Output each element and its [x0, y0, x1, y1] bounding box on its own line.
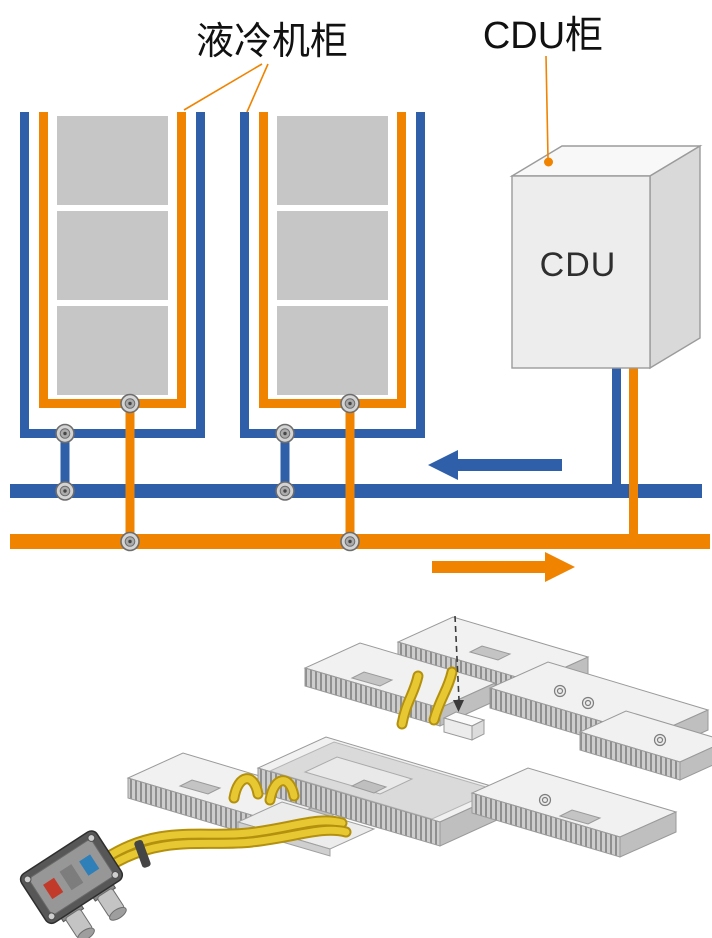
screw	[23, 875, 32, 884]
cdu-box-label: CDU	[540, 246, 617, 284]
cabinet1-blue-drop-pipe	[60, 438, 70, 484]
cabinet2-orange-bottom-pipe	[259, 399, 406, 408]
cabinet2-blue-bottom-pipe	[240, 429, 425, 438]
cabinet-label-leader-line	[246, 63, 269, 113]
pipe-coupling-icon	[120, 393, 140, 414]
cabinet1-orange-bottom-pipe	[39, 399, 186, 408]
inner-component	[350, 779, 388, 794]
pipe-coupling-icon	[120, 531, 140, 552]
liquid-cooling-cabinet-label: 液冷机柜	[196, 21, 348, 63]
vent-slot	[468, 645, 512, 661]
pipe-coupling-icon	[55, 481, 75, 501]
cdu-orange-riser-pipe	[629, 366, 638, 534]
cold-plate-illustration	[19, 615, 712, 938]
pipe-coupling-icon	[340, 393, 360, 414]
cabinet-label-leader-line	[183, 63, 263, 111]
cabinet1-blue-left-pipe	[20, 112, 29, 438]
spring-post	[581, 696, 595, 710]
cabinet2-server-block	[277, 211, 388, 300]
cabinet2-orange-right-pipe	[397, 112, 406, 408]
vent-slot	[350, 671, 394, 687]
cold-plate-module-6	[470, 767, 678, 858]
spring-post	[653, 733, 667, 747]
cdu-box-side-face	[649, 144, 701, 370]
cold-plate-tray	[256, 736, 510, 847]
cdu-box-front-face	[511, 175, 651, 369]
blue-supply-main-pipe	[10, 484, 702, 498]
quick-disconnect-connector	[19, 830, 127, 938]
cdu-cabinet-label: CDU柜	[483, 15, 603, 57]
spring-post	[553, 684, 567, 698]
pipe-coupling-icon	[55, 423, 75, 444]
cabinet2-blue-drop-pipe	[280, 438, 290, 484]
hot-port-red-mark	[43, 877, 64, 900]
cabinet1-blue-right-pipe	[196, 112, 205, 438]
liquid-cooling-cabinet-2	[240, 112, 425, 541]
cabinet1-server-block	[57, 116, 168, 205]
cabinet2-server-block	[277, 306, 388, 395]
orange-return-main-pipe	[10, 534, 710, 549]
liquid-cooling-cabinet-1	[20, 112, 205, 541]
blue-flow-left-arrow-icon	[428, 450, 562, 480]
screw	[47, 912, 56, 921]
cabinet2-blue-left-pipe	[240, 112, 249, 438]
vent-slot	[178, 779, 222, 795]
cabinet1-server-block	[57, 211, 168, 300]
cold-port-blue-mark	[79, 854, 100, 876]
hose-strap	[134, 839, 151, 868]
screw	[87, 834, 96, 842]
insertion-arrow-icon	[453, 700, 464, 712]
cabinet1-orange-right-pipe	[177, 112, 186, 408]
cabinet2-orange-drop-pipe	[345, 408, 355, 541]
cabinet2-server-block	[277, 116, 388, 205]
insertion-dashed-line	[454, 615, 460, 701]
pipe-coupling-icon	[340, 531, 360, 552]
cdu-leader-endpoint-dot	[544, 157, 553, 167]
spring-post	[538, 793, 552, 807]
cabinet2-orange-left-pipe	[259, 112, 268, 408]
cold-plate-module-4	[578, 710, 712, 781]
insertion-indicator	[453, 615, 464, 712]
cabinet1-blue-bottom-pipe	[20, 429, 205, 438]
pipe-coupling-icon	[275, 423, 295, 444]
cabinet1-server-block	[57, 306, 168, 395]
vent-slot	[558, 809, 602, 825]
orange-flow-right-arrow-icon	[432, 552, 575, 582]
pipe-coupling-icon	[275, 481, 295, 501]
coolant-hoses	[100, 666, 458, 872]
cabinet1-orange-drop-pipe	[125, 408, 135, 541]
cdu-box: CDU	[509, 144, 703, 370]
cdu-blue-riser-pipe	[612, 366, 621, 484]
cdu-label-leader-line	[545, 55, 549, 159]
quick-connect-fitting	[442, 711, 486, 741]
cooling-loop-schematic: CDU 液冷机柜 CDU柜	[10, 15, 710, 582]
cabinet1-orange-left-pipe	[39, 112, 48, 408]
screw	[111, 871, 120, 879]
cabinet2-blue-right-pipe	[416, 112, 425, 438]
